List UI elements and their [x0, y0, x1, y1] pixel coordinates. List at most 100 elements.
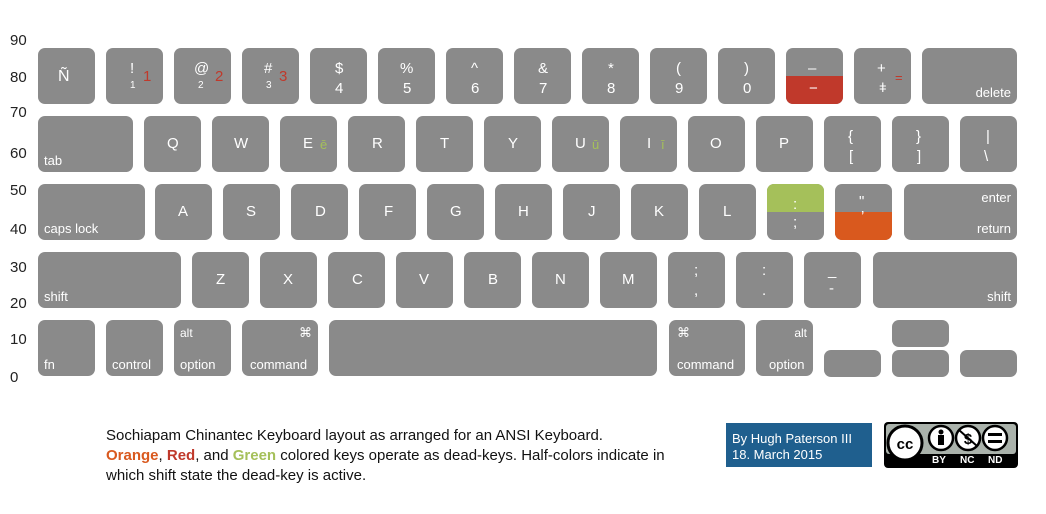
key-label: O — [710, 135, 722, 152]
key-w[interactable]: W — [212, 116, 269, 172]
key-return[interactable]: enter return — [904, 184, 1017, 240]
key-label: P — [779, 135, 790, 152]
key-5[interactable]: % 5 — [378, 48, 435, 104]
key-label: V — [419, 271, 430, 288]
key-option-left[interactable]: alt option — [174, 320, 231, 376]
key-base-label: \ — [984, 148, 989, 165]
key-arrow-down[interactable] — [892, 350, 949, 377]
key-v[interactable]: V — [396, 252, 453, 308]
key-0[interactable]: ) 0 — [718, 48, 775, 104]
key-q[interactable]: Q — [144, 116, 201, 172]
key-4[interactable]: $ 4 — [310, 48, 367, 104]
axis-label-80: 80 — [10, 69, 27, 86]
key-control-left[interactable]: control — [106, 320, 163, 376]
key-shift-label: $ — [335, 60, 344, 77]
key-label: control — [112, 357, 152, 372]
key-quote-dead-orange[interactable]: " ’ — [835, 184, 892, 240]
key-u[interactable]: U ū — [552, 116, 609, 172]
key-space[interactable] — [329, 320, 657, 376]
key-c[interactable]: C — [328, 252, 385, 308]
key-h[interactable]: H — [495, 184, 552, 240]
dead-key-shift-half — [767, 184, 824, 212]
key-arrow-up[interactable] — [892, 320, 949, 347]
key-label-enter: enter — [981, 190, 1011, 205]
key-minus-dead-red[interactable]: – − — [786, 48, 843, 104]
key-option-right[interactable]: alt option — [756, 320, 813, 376]
key-p[interactable]: P — [756, 116, 813, 172]
key-comma[interactable]: ; , — [668, 252, 725, 308]
key-label: shift — [44, 289, 68, 304]
key-k[interactable]: K — [631, 184, 688, 240]
key-arrow-left[interactable] — [824, 350, 881, 377]
key-arrow-right[interactable] — [960, 350, 1017, 377]
key-shift-left[interactable]: shift — [38, 252, 181, 308]
license-nc-label: NC — [960, 455, 975, 466]
key-semicolon-dead-green[interactable]: : ; — [767, 184, 824, 240]
dead-key-green-label: ī — [661, 137, 665, 152]
key-3[interactable]: # 3 3 — [242, 48, 299, 104]
caption-line-1: Sochiapam Chinantec Keyboard layout as a… — [106, 427, 603, 444]
key-o[interactable]: O — [688, 116, 745, 172]
key-label: L — [723, 203, 732, 220]
cc-license-badge[interactable]: cc $ BY NC ND — [884, 422, 1018, 468]
key-8[interactable]: * 8 — [582, 48, 639, 104]
key-slash[interactable]: _ - — [804, 252, 861, 308]
key-9[interactable]: ( 9 — [650, 48, 707, 104]
key-t[interactable]: T — [416, 116, 473, 172]
key-backslash[interactable]: | \ — [960, 116, 1017, 172]
key-delete[interactable]: delete — [922, 48, 1017, 104]
caption-sep: , — [158, 447, 167, 464]
key-fn[interactable]: fn — [38, 320, 95, 376]
key-e[interactable]: E ē — [280, 116, 337, 172]
key-l[interactable]: L — [699, 184, 756, 240]
key-base-label: 4 — [335, 80, 344, 97]
key-shift-label: : — [793, 196, 798, 213]
caption: Sochiapam Chinantec Keyboard layout as a… — [106, 426, 665, 486]
axis-label-20: 20 — [10, 295, 27, 312]
cc-badge-graphic: cc $ — [886, 424, 1016, 462]
key-label-alt: alt — [180, 326, 193, 340]
key-right-bracket[interactable]: } ] — [892, 116, 949, 172]
key-x[interactable]: X — [260, 252, 317, 308]
key-m[interactable]: M — [600, 252, 657, 308]
key-y[interactable]: Y — [484, 116, 541, 172]
key-shift-label: } — [916, 128, 922, 145]
axis-label-60: 60 — [10, 145, 27, 162]
key-i[interactable]: I ī — [620, 116, 677, 172]
key-g[interactable]: G — [427, 184, 484, 240]
key-label: I — [647, 135, 652, 152]
key-7[interactable]: & 7 — [514, 48, 571, 104]
key-base-label: 2 — [198, 80, 204, 91]
key-n[interactable]: N — [532, 252, 589, 308]
key-plus[interactable]: + ǂ = — [854, 48, 911, 104]
key-s[interactable]: S — [223, 184, 280, 240]
key-6[interactable]: ^ 6 — [446, 48, 503, 104]
key-a[interactable]: A — [155, 184, 212, 240]
key-z[interactable]: Z — [192, 252, 249, 308]
key-left-bracket[interactable]: { [ — [824, 116, 881, 172]
key-base-label: − — [809, 80, 818, 97]
command-icon: ⌘ — [299, 325, 312, 340]
key-label: command — [677, 357, 735, 372]
key-base-label: 6 — [471, 80, 480, 97]
key-base-label: ; — [793, 214, 798, 231]
key-caps-lock[interactable]: caps lock — [38, 184, 145, 240]
key-d[interactable]: D — [291, 184, 348, 240]
key-r[interactable]: R — [348, 116, 405, 172]
caption-sep: , and — [195, 447, 233, 464]
key-j[interactable]: J — [563, 184, 620, 240]
key-label: F — [384, 203, 394, 220]
key-period[interactable]: : . — [736, 252, 793, 308]
key-label: caps lock — [44, 221, 99, 236]
key-tab[interactable]: tab — [38, 116, 133, 172]
key-command-right[interactable]: ⌘ command — [669, 320, 745, 376]
dead-key-base-half — [786, 76, 843, 104]
key-command-left[interactable]: ⌘ command — [242, 320, 318, 376]
key-label: delete — [975, 85, 1011, 100]
key-b[interactable]: B — [464, 252, 521, 308]
key-1[interactable]: ! 1 1 — [106, 48, 163, 104]
key-shift-right[interactable]: shift — [873, 252, 1017, 308]
key-f[interactable]: F — [359, 184, 416, 240]
key-2[interactable]: @ 2 2 — [174, 48, 231, 104]
key-n-tilde[interactable]: Ñ — [38, 48, 95, 104]
